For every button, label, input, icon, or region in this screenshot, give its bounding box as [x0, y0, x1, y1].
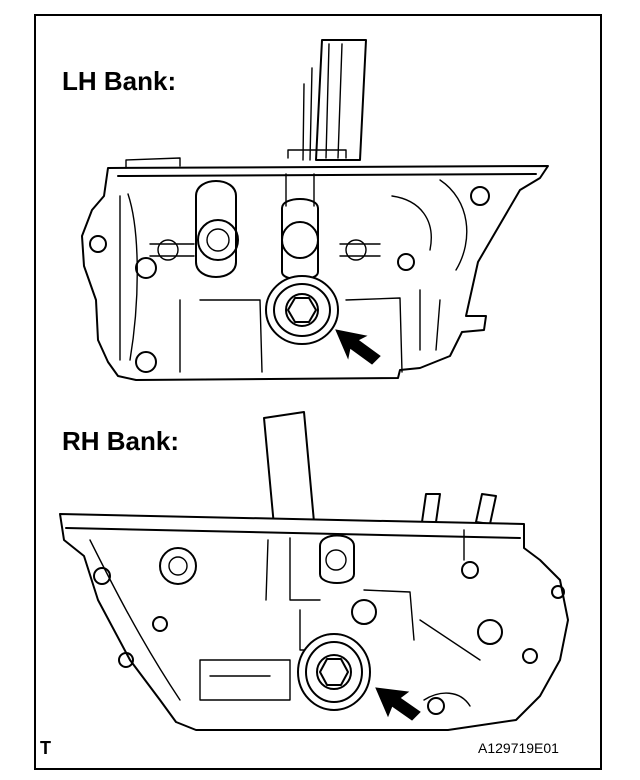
lh-pointer-arrow [335, 329, 381, 365]
lh-cylinder-head [81, 39, 549, 381]
lh-bank-label: LH Bank: [62, 66, 177, 96]
figure-code: A129719E01 [478, 740, 559, 756]
rh-cylinder-head [59, 411, 569, 731]
corner-mark: T [40, 738, 51, 758]
rh-pointer-arrow [375, 687, 421, 721]
rh-bank-label: RH Bank: [62, 426, 180, 456]
